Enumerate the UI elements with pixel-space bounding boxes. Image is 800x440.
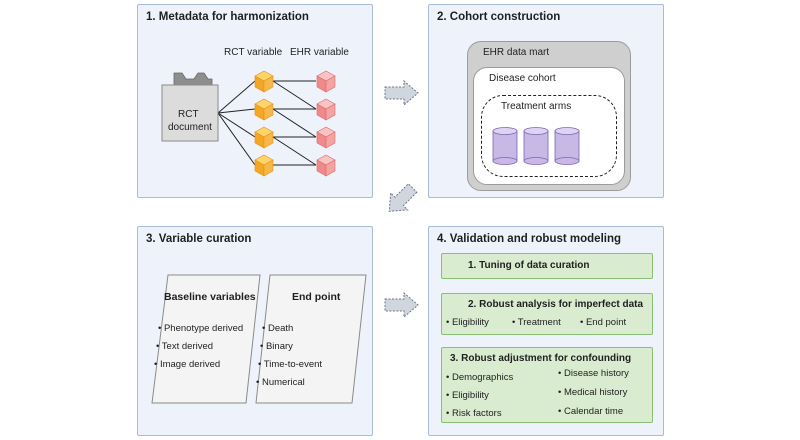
- rct-cube: [254, 98, 274, 121]
- disease-cohort-label: Disease cohort: [489, 73, 556, 84]
- rct-document-icon: [161, 72, 219, 142]
- rct-variable-label: RCT variable: [224, 47, 283, 58]
- arrow-down-left-icon: [388, 183, 418, 212]
- end-point-heading: End point: [292, 291, 341, 303]
- end-point-item: • Death: [262, 323, 294, 334]
- panel-title: 4. Validation and robust modeling: [437, 233, 622, 245]
- confounder-item: • Risk factors: [446, 408, 502, 419]
- panel-title: 1. Metadata for harmonization: [146, 11, 309, 23]
- treatment-arms-label: Treatment arms: [501, 101, 572, 112]
- robust-analysis-title: 2. Robust analysis for imperfect data: [468, 299, 644, 310]
- end-point-item: • Binary: [260, 341, 293, 352]
- confounder-item: • Eligibility: [446, 390, 489, 401]
- baseline-item: • Text derived: [156, 341, 214, 352]
- ehr-variable-cubes: [316, 70, 336, 177]
- treatment-cylinders: [492, 127, 580, 165]
- baseline-item: • Image derived: [154, 359, 221, 370]
- panel-title: 3. Variable curation: [146, 233, 252, 245]
- robust-analysis-item: • Treatment: [512, 317, 561, 328]
- cylinder-icon: [523, 127, 549, 165]
- confounder-item: • Demographics: [446, 372, 514, 383]
- confounder-item: • Disease history: [558, 368, 629, 379]
- rct-document-label-line2: document: [168, 122, 212, 133]
- ehr-data-mart-label: EHR data mart: [483, 47, 550, 58]
- panel-metadata-harmonization: 1. Metadata for harmonization RCT variab…: [137, 4, 373, 198]
- tuning-title: 1. Tuning of data curation: [468, 260, 590, 271]
- end-point-card: [255, 274, 367, 404]
- panel-cohort-construction: 2. Cohort construction EHR data mart Dis…: [428, 4, 664, 198]
- ehr-cube: [316, 126, 336, 149]
- robust-analysis-item: • Eligibility: [446, 317, 489, 328]
- curation-shapes: [151, 274, 367, 404]
- robust-adjustment-box: 3. Robust adjustment for confounding • D…: [441, 347, 653, 423]
- arrow-right-icon: [384, 79, 419, 107]
- robust-adjustment-title: 3. Robust adjustment for confounding: [450, 353, 632, 364]
- rct-cube: [254, 70, 274, 93]
- tuning-box: 1. Tuning of data curation: [441, 253, 653, 279]
- robust-analysis-box: 2. Robust analysis for imperfect data • …: [441, 293, 653, 335]
- mapping-lines: [217, 80, 317, 166]
- cylinder-icon: [492, 127, 518, 165]
- panel-title: 2. Cohort construction: [437, 11, 561, 23]
- confounder-item: • Medical history: [558, 387, 628, 398]
- arrow-right-icon: [384, 291, 419, 319]
- rct-document-label-line1: RCT: [178, 109, 199, 120]
- rct-cube: [254, 154, 274, 177]
- end-point-item: • Time-to-event: [258, 359, 323, 370]
- ehr-cube: [316, 98, 336, 121]
- end-point-item: • Numerical: [256, 377, 305, 388]
- ehr-variable-label: EHR variable: [290, 47, 349, 58]
- harmonization-diagram: [161, 70, 336, 177]
- rct-variable-cubes: [254, 70, 274, 177]
- baseline-variables-heading: Baseline variables: [164, 291, 256, 303]
- ehr-cube: [316, 154, 336, 177]
- robust-analysis-item: • End point: [580, 317, 627, 328]
- baseline-variables-card: [151, 274, 261, 404]
- rct-cube: [254, 126, 274, 149]
- baseline-item: • Phenotype derived: [158, 323, 244, 334]
- confounder-item: • Calendar time: [558, 406, 624, 417]
- cylinder-icon: [554, 127, 580, 165]
- panel-variable-curation: 3. Variable curation Baseline variables …: [137, 226, 373, 436]
- panel-validation-modeling: 4. Validation and robust modeling 1. Tun…: [428, 226, 664, 436]
- ehr-cube: [316, 70, 336, 93]
